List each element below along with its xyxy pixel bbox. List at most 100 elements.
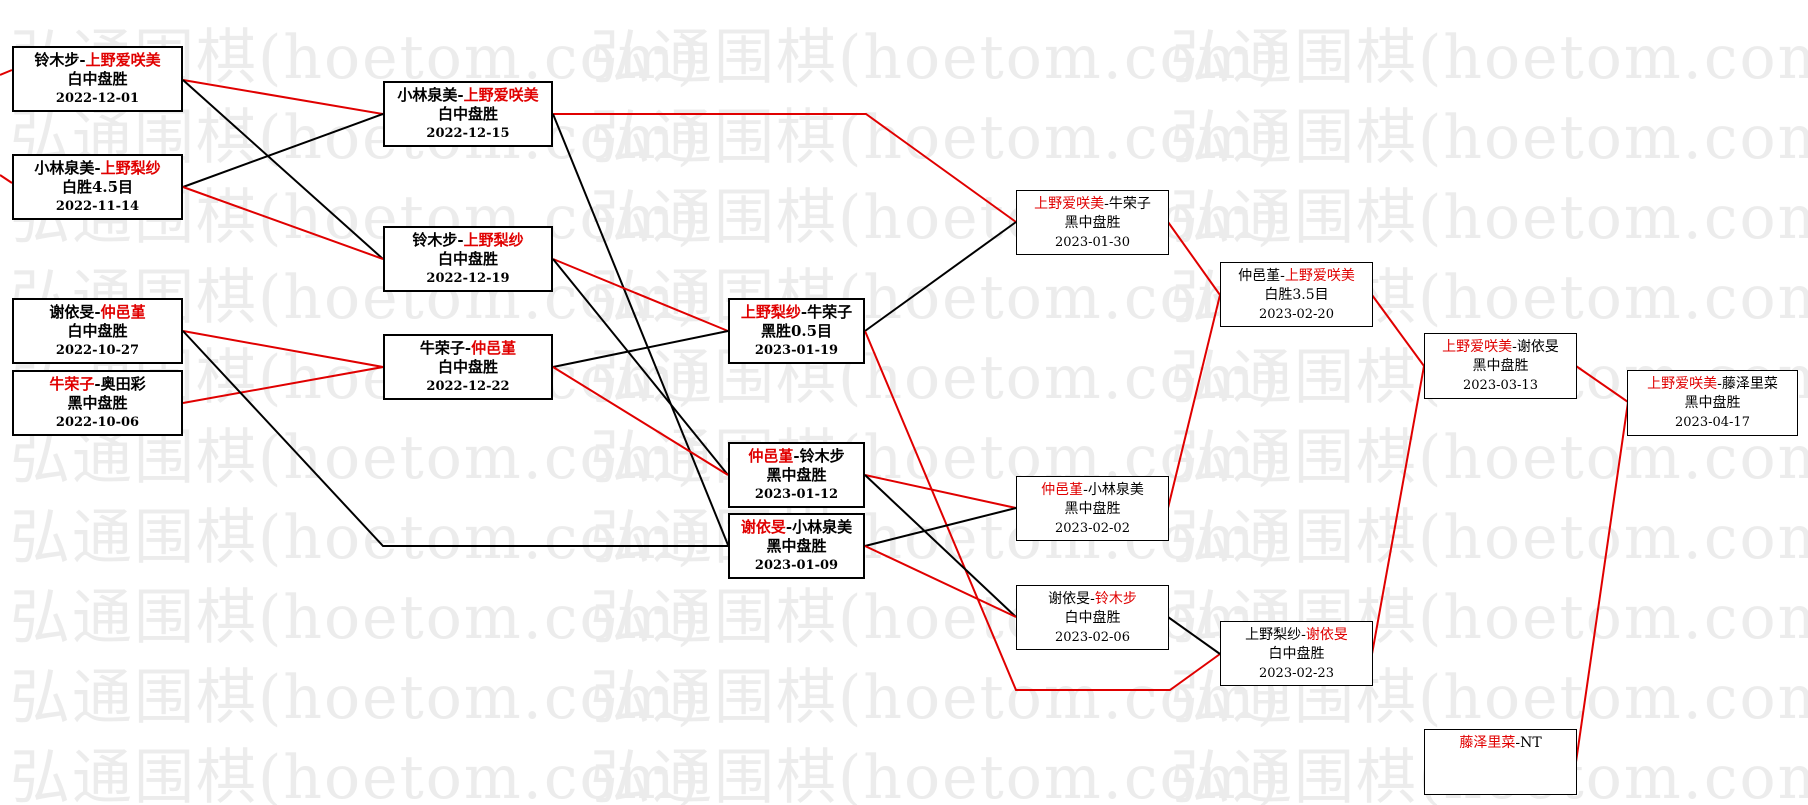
match-result: 白胜3.5目: [1264, 287, 1329, 303]
player-left: 小林泉美: [34, 159, 95, 177]
watermark-text: 弘通围棋(hoetom.com): [1170, 183, 1808, 253]
match-date: 2022-12-15: [426, 126, 510, 141]
match-date: 2022-12-01: [55, 91, 140, 106]
player-left: 仲邑堇: [748, 447, 794, 465]
match-box-g15[interactable]: 上野梨纱-谢依旻 白中盘胜 2023-02-23: [1220, 621, 1373, 686]
player-left: 牛荣子: [419, 339, 465, 357]
connector-line: [864, 545, 1017, 618]
connector-line: [182, 186, 384, 260]
match-box-g7[interactable]: 牛荣子-仲邑堇 白中盘胜 2022-12-22: [383, 334, 553, 400]
match-box-g13[interactable]: 谢依旻-铃木步 白中盘胜 2023-02-06: [1016, 585, 1169, 650]
match-date: 2023-01-19: [754, 343, 839, 358]
match-date: 2023-02-23: [1259, 666, 1334, 681]
watermark-text: 弘通围棋(hoetom.com): [590, 343, 1282, 413]
player-right: 铃木步: [1094, 591, 1137, 607]
match-result: 黑中盘胜: [67, 394, 128, 412]
watermark-text: 弘通围棋(hoetom.com): [10, 743, 702, 805]
match-box-g3[interactable]: 谢依旻-仲邑堇 白中盘胜 2022-10-27: [12, 298, 183, 364]
match-box-g14[interactable]: 仲邑堇-上野爱咲美 白胜3.5目 2023-02-20: [1220, 262, 1373, 327]
watermark-text: 弘通围棋(hoetom.com): [590, 103, 1282, 173]
watermark-text: 弘通围棋(hoetom.com): [1170, 23, 1808, 93]
connector-line: [552, 258, 729, 476]
player-right: 仲邑堇: [100, 303, 146, 321]
match-date: 2023-03-13: [1463, 378, 1538, 393]
player-left: 藤泽里菜: [1459, 735, 1516, 751]
match-box-g18[interactable]: 藤泽里菜-NT: [1424, 729, 1577, 795]
match-result: 黑中盘胜: [766, 537, 827, 555]
match-result: 白中盘胜: [437, 358, 498, 376]
match-box-g1[interactable]: 铃木步-上野爱咲美 白中盘胜 2022-12-01: [12, 46, 183, 112]
connector-line: [864, 221, 1017, 332]
match-box-g11[interactable]: 上野爱咲美-牛荣子 黑中盘胜 2023-01-30: [1016, 190, 1169, 255]
connector-line: [864, 474, 1017, 509]
connector-line: [552, 330, 729, 368]
match-date: 2023-02-02: [1055, 521, 1130, 536]
player-left: 牛荣子: [49, 375, 95, 393]
match-date: 2022-12-19: [426, 271, 510, 286]
player-left: 小林泉美: [397, 86, 458, 104]
match-result: 白中盘胜: [67, 70, 128, 88]
player-right: NT: [1520, 735, 1542, 751]
match-date: 2022-12-22: [426, 379, 510, 394]
player-left: 谢依旻: [740, 518, 786, 536]
match-box-g6[interactable]: 铃木步-上野梨纱 白中盘胜 2022-12-19: [383, 226, 553, 292]
match-result: 白中盘胜: [1064, 610, 1121, 626]
match-box-g9[interactable]: 仲邑堇-铃木步 黑中盘胜 2023-01-12: [728, 442, 865, 508]
watermark-text: 弘通围棋(hoetom.com): [1170, 503, 1808, 573]
player-left: 上野梨纱: [1245, 627, 1302, 643]
watermark-text: 弘通围棋(hoetom.com): [1170, 103, 1808, 173]
match-result: 黑中盘胜: [1472, 358, 1529, 374]
connector-line: [182, 79, 384, 115]
match-box-g5[interactable]: 小林泉美-上野爱咲美 白中盘胜 2022-12-15: [383, 81, 553, 147]
player-right: 牛荣子: [807, 303, 853, 321]
match-box-g4[interactable]: 牛荣子-奥田彩 黑中盘胜 2022-10-06: [12, 370, 183, 436]
player-right: 牛荣子: [1108, 196, 1151, 212]
connector-line: [1371, 365, 1425, 655]
player-right: 上野爱咲美: [85, 51, 161, 69]
connector-line: [0, 174, 13, 184]
player-right: 上野梨纱: [100, 159, 161, 177]
player-left: 铃木步: [412, 231, 458, 249]
player-right: 上野梨纱: [463, 231, 524, 249]
watermark-text: 弘通围棋(hoetom.com): [590, 263, 1282, 333]
match-date: 2022-10-06: [55, 415, 140, 430]
match-box-g10[interactable]: 谢依旻-小林泉美 黑中盘胜 2023-01-09: [728, 513, 865, 579]
player-right: 小林泉美: [792, 518, 853, 536]
match-box-g12[interactable]: 仲邑堇-小林泉美 黑中盘胜 2023-02-02: [1016, 476, 1169, 541]
connector-line: [182, 330, 728, 547]
connector-line: [1167, 294, 1221, 509]
player-right: 谢依旻: [1516, 339, 1559, 355]
player-left: 上野爱咲美: [1647, 376, 1718, 392]
player-left: 上野爱咲美: [1442, 339, 1513, 355]
match-date: 2022-11-14: [55, 199, 140, 214]
match-result: 黑中盘胜: [766, 466, 827, 484]
match-result: 白中盘胜: [67, 322, 128, 340]
match-box-g16[interactable]: 上野爱咲美-谢依旻 黑中盘胜 2023-03-13: [1424, 333, 1577, 399]
match-result: 白胜4.5目: [61, 178, 134, 196]
connector-line: [1575, 401, 1629, 763]
watermark-text: 弘通围棋(hoetom.com): [10, 583, 702, 653]
player-left: 上野梨纱: [740, 303, 801, 321]
match-date: 2022-10-27: [55, 343, 140, 358]
connector-line: [182, 79, 384, 260]
connector-line: [1575, 365, 1629, 403]
player-left: 上野爱咲美: [1034, 196, 1105, 212]
player-right: 谢依旻: [1305, 627, 1348, 643]
watermark-text: 弘通围棋(hoetom.com): [590, 663, 1282, 733]
connector-line: [182, 366, 384, 404]
match-box-g17[interactable]: 上野爱咲美-藤泽里菜 黑中盘胜 2023-04-17: [1627, 370, 1798, 436]
match-date: 2023-01-30: [1055, 235, 1130, 250]
match-date: 2023-01-12: [754, 487, 839, 502]
connector-line: [553, 113, 1017, 223]
match-result: 黑中盘胜: [1064, 501, 1121, 517]
match-date: 2023-04-17: [1675, 415, 1750, 430]
connector-line: [864, 330, 1221, 691]
player-right: 上野爱咲美: [463, 86, 539, 104]
match-box-g8[interactable]: 上野梨纱-牛荣子 黑胜0.5目 2023-01-19: [728, 298, 865, 364]
match-result: 黑胜0.5目: [760, 322, 833, 340]
connector-line: [0, 69, 13, 76]
watermark-text: 弘通围棋(hoetom.com): [10, 503, 702, 573]
player-left: 铃木步: [34, 51, 80, 69]
match-box-g2[interactable]: 小林泉美-上野梨纱 白胜4.5目 2022-11-14: [12, 154, 183, 220]
